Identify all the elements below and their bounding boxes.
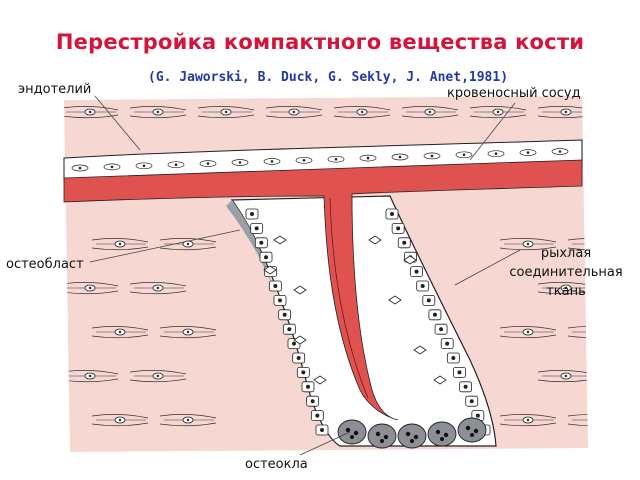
fibroblast-cell xyxy=(159,414,217,427)
fibroblast-cell xyxy=(129,370,187,383)
label-blood-vessel: кровеносный сосуд xyxy=(447,86,581,101)
osteoclast-cell xyxy=(337,419,367,445)
osteocyte xyxy=(368,235,382,245)
fibroblast-cell xyxy=(499,238,557,251)
osteocyte xyxy=(273,235,287,245)
osteoclast-cell xyxy=(427,421,457,447)
fibroblast-cell xyxy=(91,238,149,251)
fibroblast-cell xyxy=(129,106,187,119)
endothelial-cells xyxy=(71,148,569,172)
fibroblast-cell xyxy=(469,106,527,119)
fibroblast-cell xyxy=(567,326,588,339)
fibroblast-cell xyxy=(537,106,588,119)
osteoclast-cell xyxy=(457,417,487,443)
fibroblast-cell xyxy=(91,326,149,339)
osteocyte xyxy=(293,285,307,295)
label-osteoblast: остеобласт xyxy=(6,257,84,272)
osteocyte xyxy=(263,265,277,275)
osteoclast-cell xyxy=(367,423,397,449)
fibroblast-cell xyxy=(499,326,557,339)
label-loose-line2: соединительная xyxy=(509,265,623,280)
osteocyte xyxy=(313,375,327,385)
osteoclasts xyxy=(337,417,487,449)
label-osteoclast: остеокла xyxy=(245,457,308,472)
diagram-title: Перестройка компактного вещества кости xyxy=(55,30,585,54)
fibroblast-cell xyxy=(129,282,187,295)
osteoblast-lining-left xyxy=(245,208,329,436)
bone-matrix-shading xyxy=(226,200,272,285)
osteoclast-cell xyxy=(397,423,427,449)
fibroblast-cell xyxy=(197,106,255,119)
label-loose-line3: ткань xyxy=(546,284,586,299)
fibroblast-cell xyxy=(537,282,588,295)
fibroblast-cell xyxy=(537,370,588,383)
fibroblast-cell xyxy=(567,414,588,427)
fibroblast-cell xyxy=(265,106,323,119)
fibroblast-cell xyxy=(64,106,119,119)
fibroblast-cells xyxy=(64,106,588,427)
osteocytes xyxy=(263,235,447,385)
fibroblast-cell xyxy=(499,414,557,427)
fibroblast-cell xyxy=(91,414,149,427)
fibroblast-cell xyxy=(159,238,217,251)
osteocyte xyxy=(403,255,417,265)
label-loose-connective-tissue: рыхлая соединительная ткань xyxy=(496,244,636,301)
osteocyte xyxy=(433,375,447,385)
citation: (G. Jaworski, B. Duck, G. Sekly, J. Anet… xyxy=(148,70,509,85)
fibroblast-cell xyxy=(159,326,217,339)
osteocyte xyxy=(413,345,427,355)
fibroblast-cell xyxy=(567,238,588,251)
osteocyte xyxy=(293,335,307,345)
blood-vessel xyxy=(63,159,583,421)
label-loose-line1: рыхлая xyxy=(540,246,592,261)
fibroblast-cell xyxy=(401,106,459,119)
fibroblast-cell xyxy=(333,106,391,119)
label-endothelium: эндотелий xyxy=(18,82,92,97)
osteocyte xyxy=(388,295,402,305)
